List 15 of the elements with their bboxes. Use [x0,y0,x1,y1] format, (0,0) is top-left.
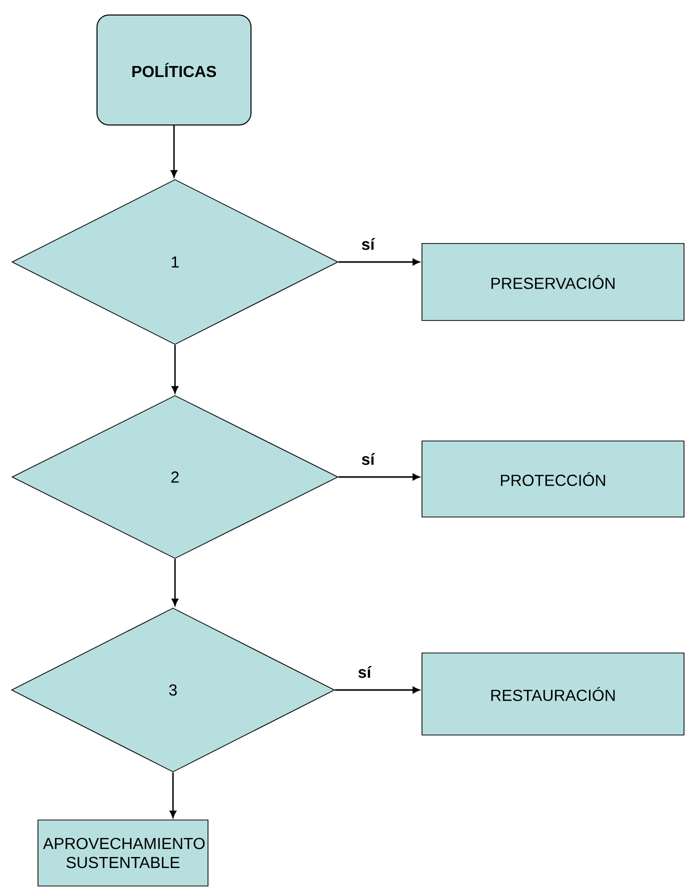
arrow [338,258,420,266]
process-box: APROVECHAMIENTO SUSTENTABLE [38,820,208,886]
arrow [172,558,178,606]
arrow [170,772,176,818]
arrow [338,474,420,480]
edge-label: sí [362,453,376,465]
edge-label: sí [362,238,376,250]
process-box: PRESERVACIÓN [422,243,684,321]
rounded-box: POLÍTICAS [96,14,252,126]
arrow [334,686,420,694]
arrow [170,126,178,178]
process-box: PROTECCIÓN [422,440,684,518]
arrow [172,344,178,394]
process-box: RESTAURACIÓN [422,652,684,736]
edge-label: sí [358,666,372,678]
